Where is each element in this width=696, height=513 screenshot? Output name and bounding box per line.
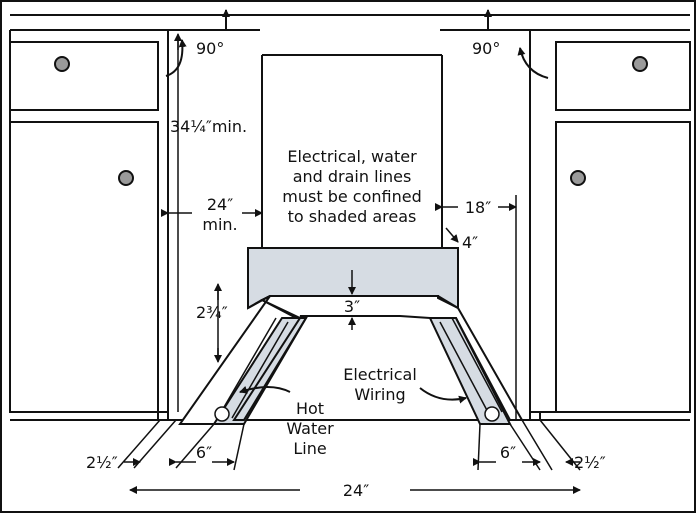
note-line-1: Electrical, water: [287, 147, 417, 166]
right-door-knob: [570, 170, 586, 186]
dim-24-label: 24″: [343, 481, 369, 500]
hot-water-label-line-2: Water: [286, 419, 334, 438]
hot-water-label-line-1: Hot: [296, 399, 324, 418]
left-door: [9, 121, 159, 413]
left-door-knob: [118, 170, 134, 186]
dim-6-left-label: 6″: [196, 443, 212, 462]
dim-18-label: 18″: [465, 198, 491, 217]
right-drawer-knob: [632, 56, 648, 72]
dim-2-1-2-right-label: 2½″: [574, 453, 606, 472]
left-pipe: [214, 317, 289, 422]
dim-2-3-4-label: 2¾″: [196, 303, 228, 322]
dim-2-1-2-left-label: 2½″: [86, 453, 118, 472]
shaded-right-floor-zone: [428, 317, 512, 425]
dim-4-label: 4″: [462, 233, 478, 252]
dim-3-label: 3″: [344, 297, 360, 316]
hot-water-label-line-3: Line: [293, 439, 326, 458]
dim-6-right-label: 6″: [500, 443, 516, 462]
right-pipe: [439, 317, 503, 422]
note-line-4: to shaded areas: [288, 207, 417, 226]
left-drawer-knob: [54, 56, 70, 72]
right-cabinet: [529, 29, 691, 421]
hot-water-arrow: [239, 385, 291, 394]
note-line-2: and drain lines: [293, 167, 412, 186]
right-door: [555, 121, 691, 413]
left-cabinet: [9, 29, 169, 421]
electrical-label-line-1: Electrical: [343, 365, 417, 384]
electrical-label-line-2: Wiring: [354, 385, 405, 404]
width-min-label-value: 24″: [207, 195, 233, 214]
angle-left-label: 90°: [196, 39, 224, 58]
height-min-label: 34¼″min.: [170, 117, 247, 136]
width-min-label-unit: min.: [202, 215, 237, 234]
right-drawer: [555, 41, 691, 111]
left-drawer: [9, 41, 159, 111]
angle-right-label: 90°: [472, 39, 500, 58]
electrical-arrow: [419, 387, 467, 404]
note-line-3: must be confined: [282, 187, 421, 206]
